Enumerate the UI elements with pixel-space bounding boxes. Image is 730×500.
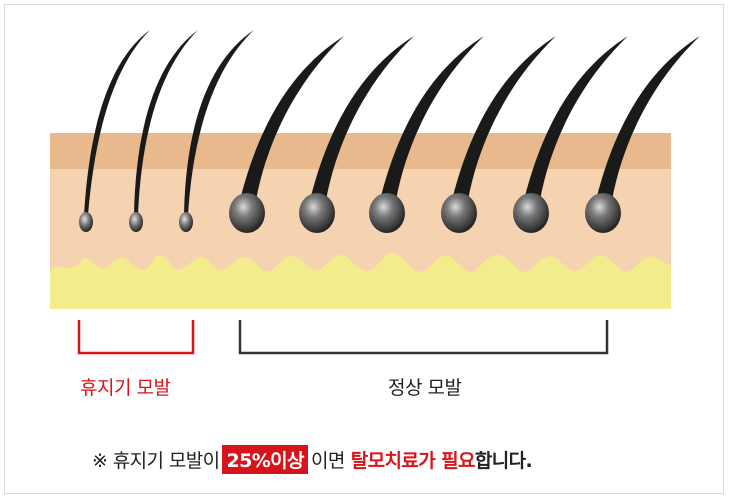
resting-bulb-3	[179, 212, 193, 232]
normal-hair-6	[596, 36, 700, 200]
resting-bulb-1	[79, 212, 93, 232]
normal-hair-1	[240, 36, 344, 200]
normal-hair-2	[310, 36, 414, 200]
note-text: ※ 휴지기 모발이 25%이상 이면 탈모치료가 필요 합니다.	[92, 445, 533, 474]
normal-bulb-4	[441, 193, 477, 233]
resting-bulb-2	[129, 212, 143, 232]
resting-hairs	[79, 30, 254, 232]
normal-bulb-2	[299, 193, 335, 233]
resting-hair-3	[184, 30, 254, 215]
normal-bulb-6	[585, 193, 621, 233]
note-prefix: ※ 휴지기 모발이	[92, 450, 220, 472]
normal-hairs	[229, 36, 700, 233]
resting-hair-1	[84, 30, 150, 215]
resting-hair-label: 휴지기 모발	[80, 377, 171, 399]
normal-hair-4	[452, 36, 556, 200]
epidermis-layer	[50, 133, 671, 169]
note-middle: 이면	[310, 450, 345, 472]
normal-bulb-5	[513, 193, 549, 233]
resting-hair-2	[134, 30, 198, 215]
note-suffix: 합니다.	[474, 450, 533, 472]
note-highlight: 25%이상	[222, 445, 308, 474]
normal-bulb-3	[369, 193, 405, 233]
normal-bracket	[238, 320, 609, 355]
fat-layer	[50, 253, 671, 309]
resting-bracket	[77, 320, 195, 355]
normal-hair-label: 정상 모발	[388, 377, 462, 399]
normal-hair-5	[524, 36, 628, 200]
note-emphasis: 탈모치료가 필요	[350, 450, 476, 472]
normal-bulb-1	[229, 193, 265, 233]
normal-hair-3	[380, 36, 484, 200]
